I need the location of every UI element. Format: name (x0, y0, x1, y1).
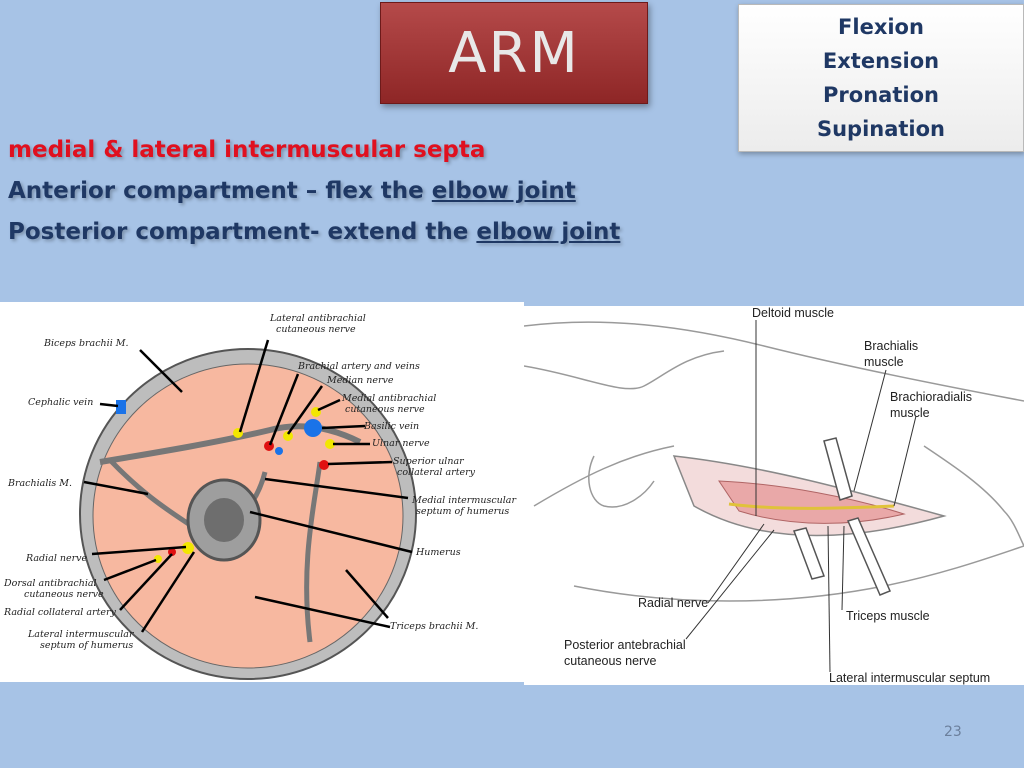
radial-collateral-dot (168, 548, 176, 556)
label-median-nerve: Median nerve (326, 375, 394, 386)
body-text: medial & lateral intermuscular septa Ant… (8, 130, 738, 253)
movement-pronation: Pronation (823, 83, 939, 107)
label-medial-septum-1: Medial intermuscular (411, 495, 517, 506)
label-lateral-septum: Lateral intermuscular septum (829, 671, 990, 685)
posterior-compartment-line: Posterior compartment- extend the elbow … (8, 212, 738, 253)
label-lat-antebrachial-2: cutaneous nerve (276, 324, 356, 335)
movement-extension: Extension (822, 49, 940, 73)
retractors (793, 437, 891, 596)
label-brachial-artery: Brachial artery and veins (297, 361, 420, 372)
label-dorsal-antebrachial-1: Dorsal antibrachial (3, 578, 97, 589)
anterior-compartment-line: Anterior compartment – flex the elbow jo… (8, 171, 738, 212)
sup-ulnar-artery-dot (319, 460, 329, 470)
label-deltoid: Deltoid muscle (752, 306, 834, 320)
brachial-vein-dot (275, 447, 283, 455)
label-med-antebrachial-1: Medial antibrachial (341, 393, 436, 404)
movement-flexion: Flexion (838, 15, 924, 39)
label-brachialis-2: muscle (864, 355, 904, 369)
movement-supination: Supination (816, 117, 946, 141)
arm-cross-section-figure: Lateral antibrachial cutaneous nerve Bic… (0, 302, 524, 682)
medial-septum-line (304, 461, 323, 643)
label-dorsal-antebrachial-2: cutaneous nerve (24, 589, 104, 600)
cross-section-illustration: Lateral antibrachial cutaneous nerve Bic… (3, 313, 517, 680)
brachial-artery-dot (264, 441, 274, 451)
median-nerve-dot (283, 431, 293, 441)
elbow-joint-link-1: elbow joint (431, 178, 576, 204)
label-ulnar-nerve: Ulnar nerve (372, 438, 430, 449)
label-brachialis: Brachialis M. (7, 478, 72, 489)
label-cephalic-vein: Cephalic vein (28, 397, 93, 408)
movements-box: Flexion Extension Pronation Supination (738, 4, 1024, 152)
label-radial-nerve-dissection: Radial nerve (638, 596, 708, 610)
dissection-illustration: Deltoid muscle Brachialis muscle Brachio… (523, 306, 1024, 685)
slide-title: ARM (448, 20, 580, 86)
dissection-leader-lines (685, 320, 917, 673)
arm-outline (523, 321, 1024, 602)
humerus-marrow (204, 498, 244, 542)
elbow-joint-link-2: elbow joint (476, 219, 621, 245)
slide-title-box: ARM (380, 2, 648, 104)
posterior-compartment-text: Posterior compartment- extend the (8, 219, 477, 245)
label-sup-ulnar-2: collateral artery (397, 467, 476, 478)
ulnar-nerve-dot (325, 439, 335, 449)
radial-nerve-dot (182, 542, 194, 554)
leader-lines (83, 339, 413, 633)
label-lateral-septum-2: septum of humerus (40, 640, 133, 651)
label-medial-septum-2: septum of humerus (416, 506, 509, 517)
anterior-septum (99, 423, 362, 465)
label-post-antebrachial-2: cutaneous nerve (564, 654, 656, 668)
label-radial-collateral: Radial collateral artery (3, 607, 117, 618)
label-brachialis-1: Brachialis (864, 339, 918, 353)
anterior-compartment-text: Anterior compartment – flex the (8, 178, 432, 204)
cephalic-vein-dot (116, 400, 126, 414)
label-humerus: Humerus (415, 547, 461, 558)
septa-heading: medial & lateral intermuscular septa (8, 137, 486, 163)
label-triceps-muscle: Triceps muscle (846, 609, 930, 623)
label-brachioradialis-1: Brachioradialis (890, 390, 972, 404)
label-post-antebrachial-1: Posterior antebrachial (564, 638, 686, 652)
label-biceps: Biceps brachii M. (43, 338, 129, 349)
arm-dissection-figure: Deltoid muscle Brachialis muscle Brachio… (523, 306, 1024, 685)
label-lat-antebrachial-1: Lateral antibrachial (269, 313, 366, 324)
label-brachioradialis-2: muscle (890, 406, 930, 420)
label-triceps: Triceps brachii M. (390, 621, 478, 632)
label-basilic-vein: Basilic vein (363, 421, 419, 432)
exposed-muscle (718, 480, 906, 524)
label-radial-nerve: Radial nerve (25, 553, 88, 564)
radial-nerve-exposed (728, 502, 895, 510)
label-sup-ulnar-1: Superior ulnar (393, 456, 465, 467)
basilic-vein-dot (304, 419, 322, 437)
label-med-antebrachial-2: cutaneous nerve (345, 404, 425, 415)
label-lateral-septum-1: Lateral intermuscular (27, 629, 135, 640)
page-number: 23 (944, 724, 962, 740)
